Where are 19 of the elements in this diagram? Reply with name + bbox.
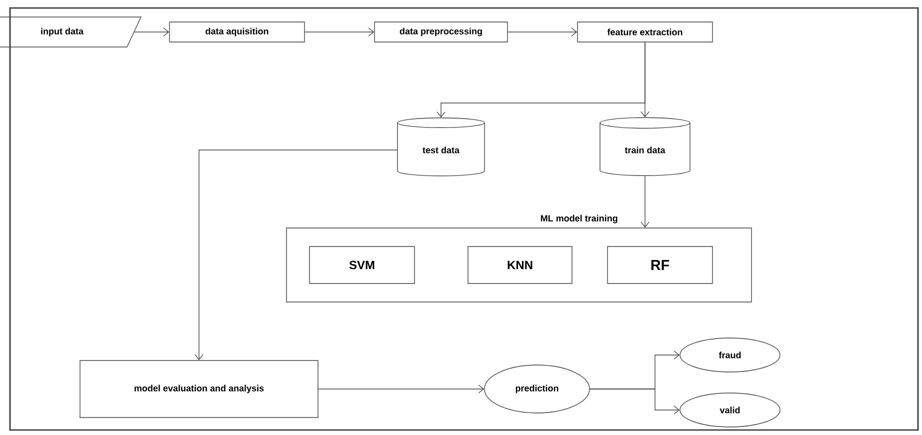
process-box: data aquisition (169, 22, 305, 42)
arrow (640, 42, 650, 118)
arrow (194, 150, 398, 360)
arrow (134, 28, 170, 36)
node-label: ML model training (540, 214, 618, 224)
arrow (640, 176, 650, 228)
process-box: model evaluation and analysis (80, 360, 318, 418)
arrow (590, 388, 680, 414)
model-box: RF (607, 246, 713, 284)
arrow (318, 384, 484, 394)
arrow (508, 28, 578, 36)
process-box: feature extraction (577, 22, 713, 42)
database-cylinder: test data (397, 118, 485, 176)
arrow (304, 28, 374, 36)
input-parallelogram: input data (0, 16, 142, 48)
model-box: KNN (468, 246, 572, 284)
database-cylinder: train data (600, 117, 690, 176)
model-box: SVM (309, 246, 415, 284)
process-box: data preprocessing (374, 22, 508, 42)
